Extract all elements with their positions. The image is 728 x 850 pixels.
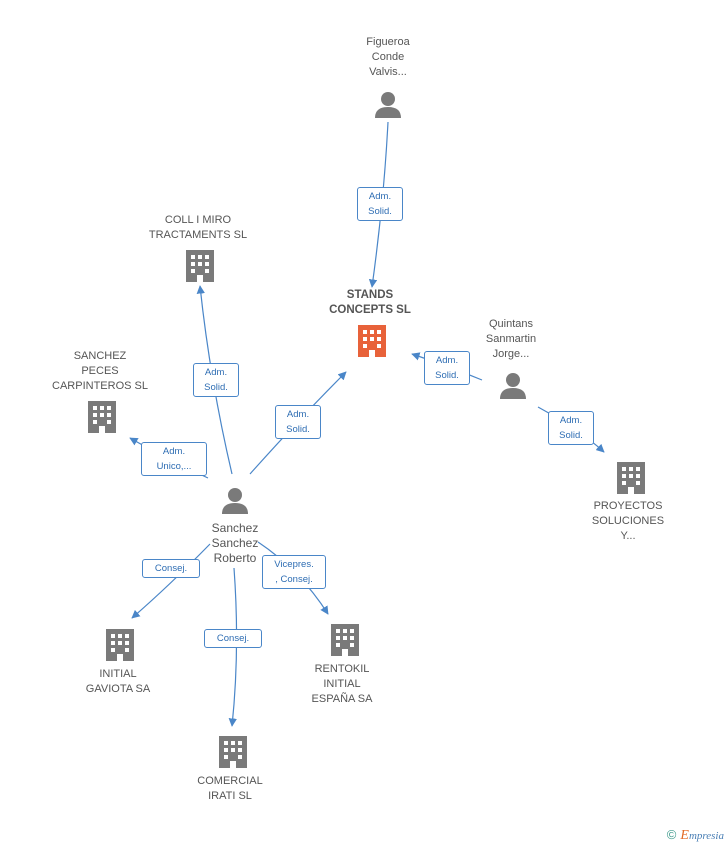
building-icon-main[interactable]: [358, 325, 386, 357]
building-icon[interactable]: [186, 250, 214, 282]
building-icon[interactable]: [106, 629, 134, 661]
relation-badge[interactable]: Adm. Solid.: [193, 363, 239, 397]
person-icon[interactable]: [222, 488, 248, 514]
relation-badge[interactable]: Vicepres. , Consej.: [262, 555, 326, 589]
copyright-icon: ©: [666, 827, 677, 842]
person-icon[interactable]: [375, 92, 401, 118]
building-icon[interactable]: [219, 736, 247, 768]
company-label-irati[interactable]: COMERCIAL IRATI SL: [197, 775, 263, 802]
company-label-stands[interactable]: STANDS CONCEPTS SL: [329, 289, 411, 316]
company-label-rentokil[interactable]: RENTOKIL INITIAL ESPAÑA SA: [311, 663, 373, 705]
relation-badge[interactable]: Adm. Solid.: [548, 411, 594, 445]
relation-badge[interactable]: Consej.: [204, 629, 262, 648]
relation-badge[interactable]: Adm. Unico,...: [141, 442, 207, 476]
person-icon[interactable]: [500, 373, 526, 399]
brand-initial: E: [680, 828, 689, 843]
company-label-gaviota[interactable]: INITIAL GAVIOTA SA: [85, 668, 151, 695]
company-label-peces[interactable]: SANCHEZ PECES CARPINTEROS SL: [52, 350, 148, 392]
building-icon[interactable]: [331, 624, 359, 656]
person-label-sanchez[interactable]: Sanchez Sanchez Roberto: [211, 521, 259, 565]
building-icon[interactable]: [617, 462, 645, 494]
edge-sanchez-gaviota: [131, 543, 211, 619]
person-label-quintans[interactable]: Quintans Sanmartin Jorge...: [485, 318, 537, 360]
company-label-coll[interactable]: COLL I MIRO TRACTAMENTS SL: [148, 214, 248, 241]
company-label-proyectos[interactable]: PROYECTOS SOLUCIONES Y...: [591, 500, 665, 542]
brand-name: mpresia: [688, 830, 724, 842]
relation-badge[interactable]: Adm. Solid.: [275, 405, 321, 439]
building-icon[interactable]: [88, 401, 116, 433]
brand-footer[interactable]: ©Empresia: [667, 827, 724, 844]
edge-sanchez-irati: [228, 567, 238, 727]
relation-badge[interactable]: Adm. Solid.: [357, 187, 403, 221]
relation-badge[interactable]: Adm. Solid.: [424, 351, 470, 385]
person-label-figueroa[interactable]: Figueroa Conde Valvis...: [366, 36, 410, 78]
relation-badge[interactable]: Consej.: [142, 559, 200, 578]
